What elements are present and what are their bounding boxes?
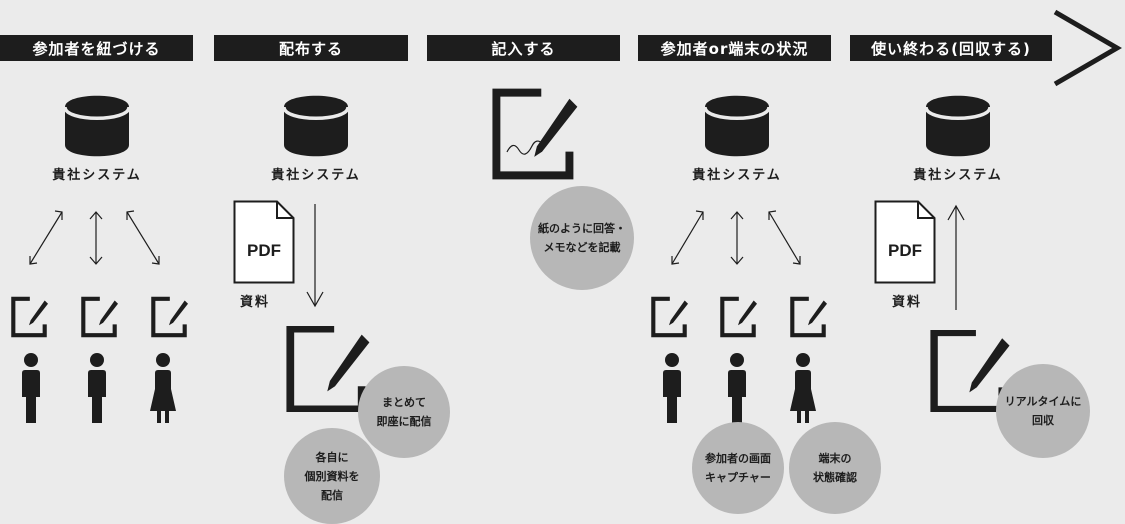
tablet-writing-icon <box>496 93 577 176</box>
person-male-icon <box>663 353 681 423</box>
bubble-device-status: 端末の状態確認 <box>789 422 881 514</box>
pdf-text: PDF <box>888 241 922 260</box>
step-header-status: 参加者or端末の状況 <box>638 35 831 61</box>
database-icon <box>705 94 769 158</box>
arrows-bidirectional <box>29 210 160 265</box>
bubble-individual-delivery: 各自に個別資料を配信 <box>284 428 380 524</box>
system-label: 貴社システム <box>271 168 361 183</box>
database-icon <box>926 94 990 158</box>
bubble-realtime-collect: リアルタイムに回収 <box>996 364 1090 458</box>
chevron-right-icon <box>1053 9 1122 87</box>
person-female-icon <box>790 353 816 423</box>
system-label: 貴社システム <box>52 168 142 183</box>
material-label: 資料 <box>239 295 270 310</box>
tablet-icon <box>13 299 48 335</box>
tablet-icon <box>290 329 369 410</box>
step-header-link-participants: 参加者を紐づける <box>0 35 193 61</box>
step-header-distribute: 配布する <box>214 35 408 61</box>
pdf-document-icon: PDF <box>874 200 936 284</box>
system-label: 貴社システム <box>692 168 782 183</box>
step-header-fill-in: 記入する <box>427 35 620 61</box>
person-male-icon <box>728 353 746 423</box>
database-icon <box>284 94 348 158</box>
tablet-icon <box>792 299 827 335</box>
tablet-icon <box>83 299 118 335</box>
bubble-screen-capture: 参加者の画面キャプチャー <box>692 422 784 514</box>
arrow-down <box>306 204 324 308</box>
person-male-icon <box>22 353 40 423</box>
person-female-icon <box>150 353 176 423</box>
pdf-text: PDF <box>247 241 281 260</box>
material-label: 資料 <box>891 295 922 310</box>
system-label: 貴社システム <box>913 168 1003 183</box>
database-icon <box>65 94 129 158</box>
person-male-icon <box>88 353 106 423</box>
bubble-batch-delivery: まとめて即座に配信 <box>358 366 450 458</box>
tablet-icon <box>653 299 688 335</box>
step-header-collect: 使い終わる(回収する) <box>850 35 1052 61</box>
tablet-icon <box>722 299 757 335</box>
pdf-document-icon: PDF <box>233 200 295 284</box>
arrow-up <box>947 204 965 310</box>
tablet-icon <box>153 299 188 335</box>
arrows-bidirectional <box>671 210 801 265</box>
bubble-write-notes: 紙のように回答・メモなどを記載 <box>530 186 634 290</box>
